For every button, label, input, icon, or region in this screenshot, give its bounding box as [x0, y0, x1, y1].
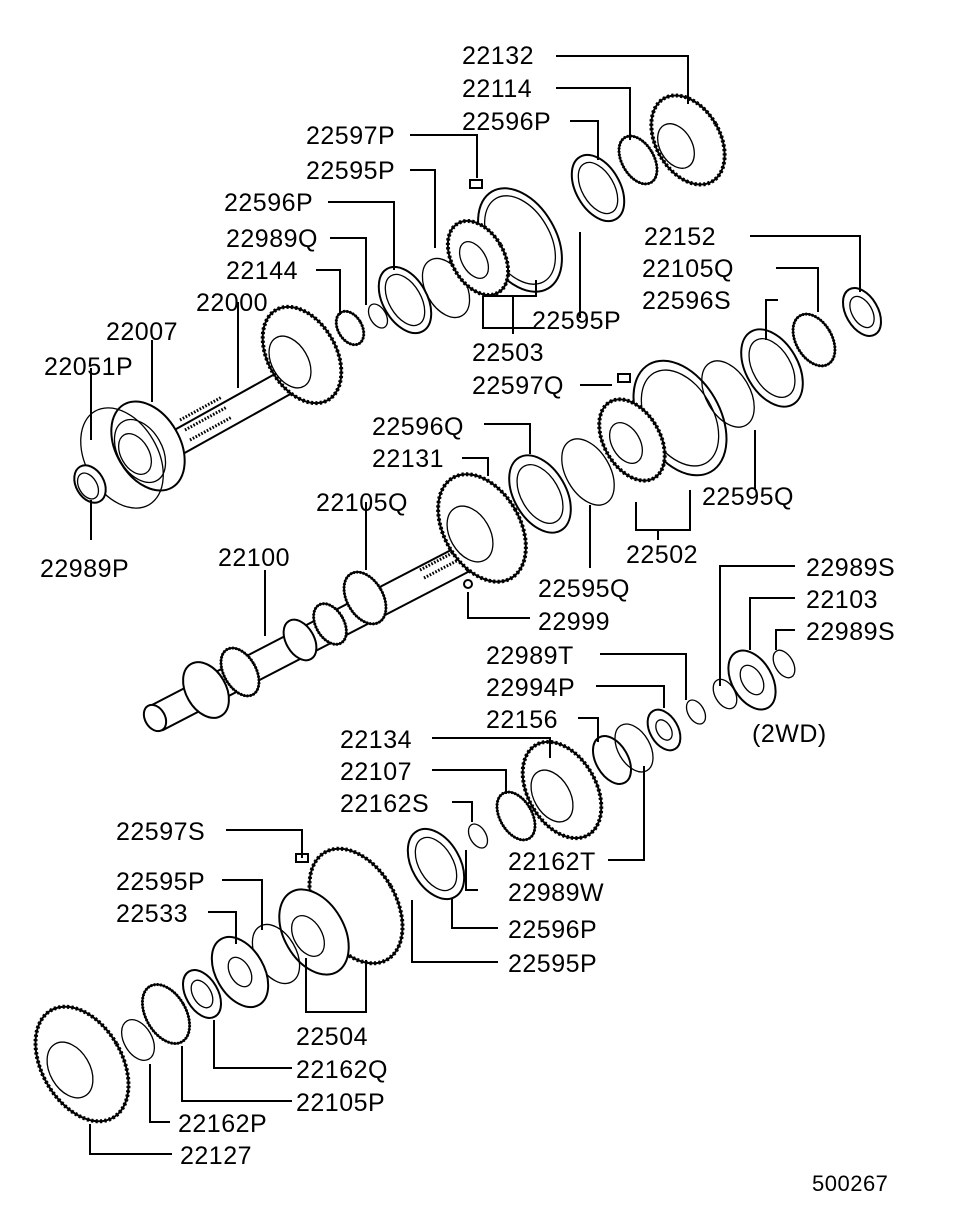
label-22989Q: 22989Q [226, 225, 318, 253]
label-22503: 22503 [472, 339, 544, 367]
label-22989W: 22989W [508, 879, 604, 907]
bearing-22103 [727, 649, 777, 711]
gear-22127 [33, 1004, 131, 1124]
label-22105P: 22105P [296, 1089, 385, 1117]
label-22989S-b: 22989S [806, 618, 895, 646]
label-22100: 22100 [218, 544, 290, 572]
label-22999: 22999 [538, 608, 610, 636]
label-22595P-low: 22595P [508, 950, 597, 978]
leader-lines [89, 55, 861, 1155]
label-22134: 22134 [340, 726, 412, 754]
label-22994P: 22994P [486, 674, 575, 702]
label-22156: 22156 [486, 706, 558, 734]
label-22051P: 22051P [44, 353, 133, 381]
label-22989T: 22989T [486, 642, 574, 670]
label-22127: 22127 [180, 1142, 252, 1170]
label-22162P: 22162P [178, 1110, 267, 1138]
label-22989S-a: 22989S [806, 554, 895, 582]
label-22162Q: 22162Q [296, 1056, 388, 1084]
synchronizer-22503 [445, 179, 563, 297]
needle-bearing-22105Q-right [791, 312, 837, 368]
gear-22131 [436, 472, 528, 584]
label-22007: 22007 [106, 318, 178, 346]
collar-22152 [842, 287, 882, 337]
needle-bearing-22114 [617, 134, 659, 186]
needle-bearing-22107 [495, 790, 537, 842]
collar-22162Q [182, 969, 222, 1019]
ball-22999 [463, 579, 473, 589]
needle-bearing-22105Q-left [342, 570, 388, 626]
spacer-22156 [592, 723, 654, 785]
label-22596P-top: 22596P [462, 108, 551, 136]
label-22162T: 22162T [508, 848, 596, 876]
diagram-code: 500267 [812, 1171, 888, 1196]
gear-22134 [520, 739, 604, 841]
nut-22994P [646, 708, 682, 752]
spring-22595Q-mid [561, 438, 615, 506]
sync-ring-22596P-top [570, 153, 626, 223]
label-22596S: 22596S [642, 287, 731, 315]
label-22103: 22103 [806, 586, 878, 614]
ring-22989S-right [772, 649, 796, 679]
ring-22989Q [367, 303, 389, 329]
label-22533: 22533 [116, 900, 188, 928]
label-22107: 22107 [340, 758, 412, 786]
sync-ring-22596Q [508, 454, 572, 534]
label-22596Q: 22596Q [372, 413, 464, 441]
sync-ring-22596S [740, 328, 804, 408]
bearing-22007 [110, 400, 186, 492]
sync-ring-22596P-low [406, 827, 466, 901]
ring-22162P [120, 1019, 156, 1061]
label-22989P: 22989P [40, 555, 129, 583]
needle-bearing-22105P [140, 983, 192, 1045]
label-22597P: 22597P [306, 122, 395, 150]
ring-22989T [685, 699, 707, 725]
label-22595P-low-left: 22595P [116, 868, 205, 896]
label-22596P-low: 22596P [508, 916, 597, 944]
label-22131: 22131 [372, 445, 444, 473]
label-22595P-top: 22595P [306, 157, 395, 185]
label-2wd-note: (2WD) [752, 720, 827, 748]
label-22114: 22114 [462, 75, 532, 103]
main-shaft-22100 [142, 546, 470, 733]
label-22595Q-right: 22595Q [702, 483, 794, 511]
label-22595P-mid: 22595P [532, 307, 621, 335]
spring-22595Q-right [701, 360, 755, 428]
label-22144: 22144 [226, 257, 298, 285]
label-22597Q: 22597Q [472, 372, 564, 400]
label-22105Q-left: 22105Q [316, 489, 408, 517]
label-22596P-left: 22596P [224, 189, 313, 217]
label-22105Q-right: 22105Q [642, 255, 734, 283]
sync-ring-22596P-left [377, 265, 433, 335]
synchronizer-22502 [597, 359, 728, 483]
label-22132: 22132 [462, 42, 534, 70]
needle-bearing-22144 [334, 309, 366, 347]
label-22504: 22504 [296, 1023, 368, 1051]
thrust-washer-22533 [210, 935, 270, 1009]
label-22152: 22152 [644, 223, 716, 251]
label-22162S: 22162S [340, 790, 429, 818]
label-22595Q-mid: 22595Q [538, 575, 630, 603]
label-22597S: 22597S [116, 818, 205, 846]
gear-22132 [649, 93, 727, 187]
label-22502: 22502 [626, 541, 698, 569]
part-labels: 22132 22114 22596P 22597P 22595P 22596P … [40, 42, 895, 1196]
ring-22989P [73, 464, 107, 504]
ring-22162S [467, 823, 489, 849]
label-22000: 22000 [196, 289, 268, 317]
synchronizer-22504 [278, 846, 405, 976]
